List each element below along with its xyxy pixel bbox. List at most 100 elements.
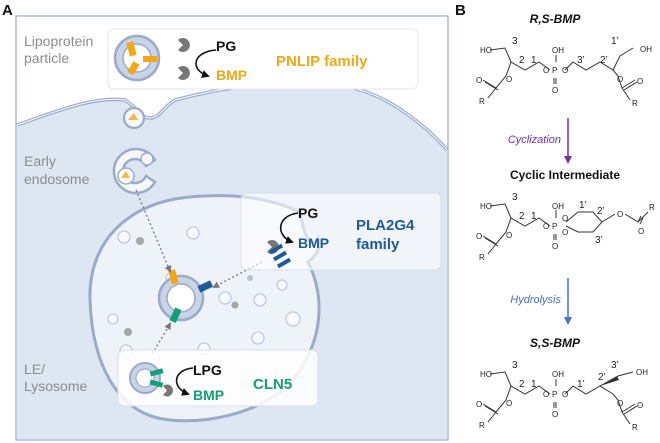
- svg-text:R: R: [649, 203, 655, 212]
- pla2g4-product: BMP: [298, 235, 329, 251]
- pnlip-product: BMP: [216, 67, 247, 83]
- pnlip-lipid-pg: [178, 38, 190, 53]
- structure-rs-bmp: [482, 47, 638, 101]
- structure-title-ss-bmp: S,S-BMP: [530, 336, 581, 350]
- svg-text:OH: OH: [552, 202, 564, 211]
- label-early-2: endosome: [24, 171, 90, 187]
- svg-text:O: O: [552, 410, 558, 419]
- svg-text:O: O: [476, 400, 482, 409]
- cln5-enzyme-2: [149, 379, 164, 388]
- svg-text:R: R: [479, 97, 485, 106]
- svg-text:O: O: [543, 222, 549, 231]
- svg-text:2: 2: [519, 55, 525, 66]
- label-early-1: Early: [24, 153, 56, 169]
- panel-a: A PG BMP PNLIP family Lipoprotein partic…: [2, 2, 449, 441]
- pla2g4-reaction-arrow: [279, 212, 299, 244]
- svg-text:OH: OH: [640, 45, 652, 54]
- svg-text:O: O: [543, 390, 549, 399]
- svg-text:O: O: [637, 77, 643, 86]
- pnlip-enzyme-2: [143, 56, 157, 62]
- svg-text:HO: HO: [480, 202, 492, 211]
- svg-text:HO: HO: [480, 46, 492, 55]
- pnlip-enzyme-3: [127, 61, 140, 76]
- plasma-membrane-inner: [16, 81, 448, 151]
- ss-bmp-wedge: [600, 376, 619, 386]
- central-vesicle-core: [166, 283, 196, 313]
- early-endosome-bud: [140, 152, 154, 166]
- label-lyso-2: Lysosome: [24, 378, 88, 394]
- pnlip-family: PNLIP family: [276, 53, 368, 70]
- svg-text:1’: 1’: [611, 36, 619, 47]
- structure-title-rs-bmp: R,S-BMP: [530, 12, 582, 26]
- svg-text:O: O: [562, 390, 568, 399]
- svg-text:2’: 2’: [600, 55, 608, 66]
- svg-text:3: 3: [512, 360, 518, 371]
- central-cln5: [169, 307, 182, 324]
- svg-text:1: 1: [531, 211, 537, 222]
- svg-text:O: O: [617, 75, 623, 84]
- traffic-arrow-endosome: [135, 189, 172, 273]
- svg-text:HO: HO: [480, 370, 492, 379]
- pla2g4-box: [240, 192, 442, 271]
- svg-text:P: P: [552, 222, 557, 231]
- svg-text:O: O: [506, 399, 512, 408]
- svg-text:R: R: [632, 99, 638, 108]
- svg-text:R: R: [479, 421, 485, 430]
- svg-text:2’: 2’: [597, 206, 605, 217]
- svg-text:R: R: [479, 253, 485, 262]
- svg-text:O: O: [543, 66, 549, 75]
- cyclization-label: Cyclization: [508, 134, 561, 146]
- svg-text:O: O: [506, 231, 512, 240]
- svg-text:O: O: [562, 214, 568, 223]
- central-pla2g4: [197, 280, 214, 293]
- pnlip-substrate: PG: [216, 38, 236, 54]
- cln5-reaction-arrow: [175, 367, 194, 396]
- pla2g4-family-2: family: [356, 236, 400, 253]
- svg-text:O: O: [552, 242, 558, 251]
- svg-text:O: O: [617, 210, 623, 219]
- label-lipoprotein-2: particle: [24, 50, 69, 66]
- structure-ss-bmp-labels: HO OH OH P O O O O O O O R R 3 2 1 1’ 2’…: [476, 360, 648, 432]
- panel-b: B R,S-BMP HO OH OH P O O O O O: [455, 2, 655, 432]
- svg-text:3: 3: [512, 192, 518, 203]
- svg-text:O: O: [506, 75, 512, 84]
- svg-text:O: O: [562, 228, 568, 237]
- pnlip-reaction-arrow: [195, 49, 217, 78]
- svg-text:O: O: [637, 401, 643, 410]
- svg-text:P: P: [552, 66, 557, 75]
- svg-text:3’: 3’: [595, 235, 603, 246]
- pla2g4-enzyme-3: [276, 257, 292, 269]
- svg-text:O: O: [476, 76, 482, 85]
- cln5-enzyme-1: [149, 368, 164, 377]
- svg-text:3’: 3’: [577, 55, 585, 66]
- svg-text:1’: 1’: [577, 379, 585, 390]
- svg-text:O: O: [552, 86, 558, 95]
- panel-a-label: A: [2, 2, 13, 19]
- svg-text:O: O: [617, 399, 623, 408]
- pla2g4-enzyme-2: [272, 250, 288, 262]
- svg-text:2: 2: [519, 211, 525, 222]
- structure-title-cyclic: Cyclic Intermediate: [510, 168, 620, 182]
- cln5-family: CLN5: [253, 376, 292, 393]
- pla2g4-family-1: PLA2G4: [356, 217, 415, 234]
- svg-text:OH: OH: [636, 368, 648, 377]
- hydrolysis-label: Hydrolysis: [510, 294, 561, 306]
- traffic-arrow-cln5: [151, 322, 172, 355]
- cln5-product: BMP: [193, 387, 224, 403]
- cln5-lipid: [163, 384, 173, 397]
- label-lyso-1: LE/: [24, 361, 45, 377]
- svg-text:O: O: [562, 66, 568, 75]
- structure-cyclic: [482, 203, 649, 255]
- central-pnlip: [168, 269, 179, 285]
- pnlip-lipid-bmp: [178, 66, 190, 80]
- lysosome-lipids: [124, 237, 253, 336]
- early-endosome-cargo: [121, 171, 130, 178]
- svg-text:R: R: [632, 423, 638, 432]
- svg-text:1: 1: [531, 55, 537, 66]
- pla2g4-enzyme-1: [268, 243, 284, 255]
- svg-text:O: O: [476, 232, 482, 241]
- panel-b-label: B: [455, 2, 466, 19]
- structure-rs-bmp-labels: HO OH OH P O O O O O O O R R 3 2 1 3’ 2’…: [476, 36, 652, 108]
- svg-text:OH: OH: [552, 370, 564, 379]
